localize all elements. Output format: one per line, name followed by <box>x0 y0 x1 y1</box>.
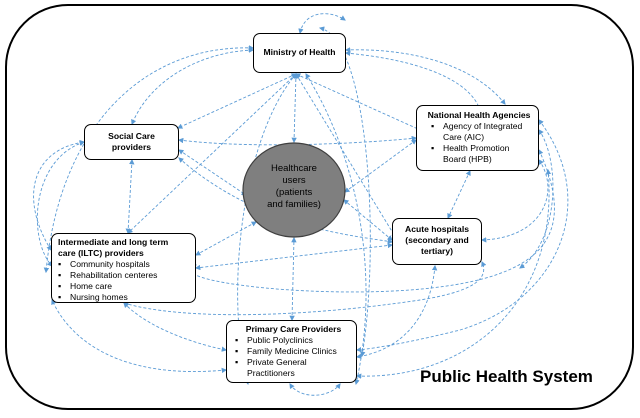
connector-national-to-acute <box>447 170 471 219</box>
connector-primary-to-hub <box>289 236 297 322</box>
iltc-item: Community hospitals <box>58 259 191 270</box>
connector-acute-to-primary <box>355 264 438 359</box>
national-item: Agency of Integrated Care (AIC) <box>431 121 533 143</box>
connector-ministry-to-acute-right <box>344 50 482 112</box>
connector-iltc-to-primary <box>123 302 228 352</box>
node-social-care-providers: Social Care providers <box>84 124 179 160</box>
node-primary-care-providers: Primary Care Providers Public Polyclinic… <box>226 320 357 383</box>
outer-frame <box>5 4 634 410</box>
national-title: National Health Agencies <box>427 110 531 120</box>
center-line: users <box>282 175 306 186</box>
acute-title-line: Acute hospitals <box>405 224 469 234</box>
primary-item: Family Medicine Clinics <box>235 346 352 357</box>
iltc-item: Home care <box>58 281 191 292</box>
connector-national-to-hub <box>344 139 417 193</box>
acute-title-line: tertiary) <box>421 246 453 256</box>
connector-ministry-to-hub <box>291 72 299 144</box>
primary-item: Public Polyclinics <box>235 335 352 346</box>
connector-primary-to-iltc-left <box>51 299 228 374</box>
primary-item: Private General Practitioners <box>235 357 352 379</box>
ministry-title: Ministry of Health <box>263 47 336 57</box>
iltc-list: Community hospitals Rehabilitation cente… <box>58 259 191 303</box>
connector-ministry-to-social-top <box>131 47 255 125</box>
node-national-health-agencies: National Health Agencies Agency of Integ… <box>416 105 539 171</box>
connector-social-to-hub <box>178 149 247 196</box>
connector-ministry-to-primary <box>237 73 297 386</box>
primary-list: Public Polyclinics Family Medicine Clini… <box>235 335 352 379</box>
primary-title: Primary Care Providers <box>245 324 342 334</box>
iltc-title-line: Intermediate and long term <box>58 237 169 247</box>
center-line: Healthcare <box>271 163 317 174</box>
center-line: (patients <box>275 187 313 198</box>
acute-title-line: (secondary and <box>405 235 469 245</box>
iltc-title-line: care (ILTC) providers <box>58 248 144 258</box>
connector-national-right-loop <box>519 129 554 269</box>
iltc-item: Nursing homes <box>58 292 191 303</box>
connector-ministry-to-national-top <box>344 47 506 105</box>
connector-social-to-iltc <box>125 158 135 235</box>
social-title-line: Social Care <box>108 131 155 141</box>
connector-primary-to-national-right <box>355 168 552 379</box>
node-acute-hospitals: Acute hospitals (secondary and tertiary) <box>392 218 482 265</box>
social-title-line: providers <box>111 142 152 152</box>
healthcare-users-label: Healthcare users (patients and families) <box>244 163 344 211</box>
healthcare-users-hub <box>242 142 346 238</box>
node-iltc-providers: Intermediate and long term care (ILTC) p… <box>51 233 196 303</box>
connector-acute-right-loop <box>480 159 549 243</box>
national-list: Agency of Integrated Care (AIC) Health P… <box>431 121 533 165</box>
national-item: Health Promotion Board (HPB) <box>431 143 533 165</box>
connector-iltc-left-loop <box>33 139 86 251</box>
diagram-title: Public Health System <box>420 367 593 386</box>
connector-primary-bottom-loop <box>289 383 341 396</box>
center-line: and families) <box>267 199 321 210</box>
connector-iltc-to-hub <box>195 221 257 256</box>
iltc-item: Rehabilitation centeres <box>58 270 191 281</box>
connector-social-left-loop <box>36 140 86 267</box>
node-ministry-of-health: Ministry of Health <box>253 33 346 73</box>
connector-ministry-top-loop <box>298 13 346 35</box>
